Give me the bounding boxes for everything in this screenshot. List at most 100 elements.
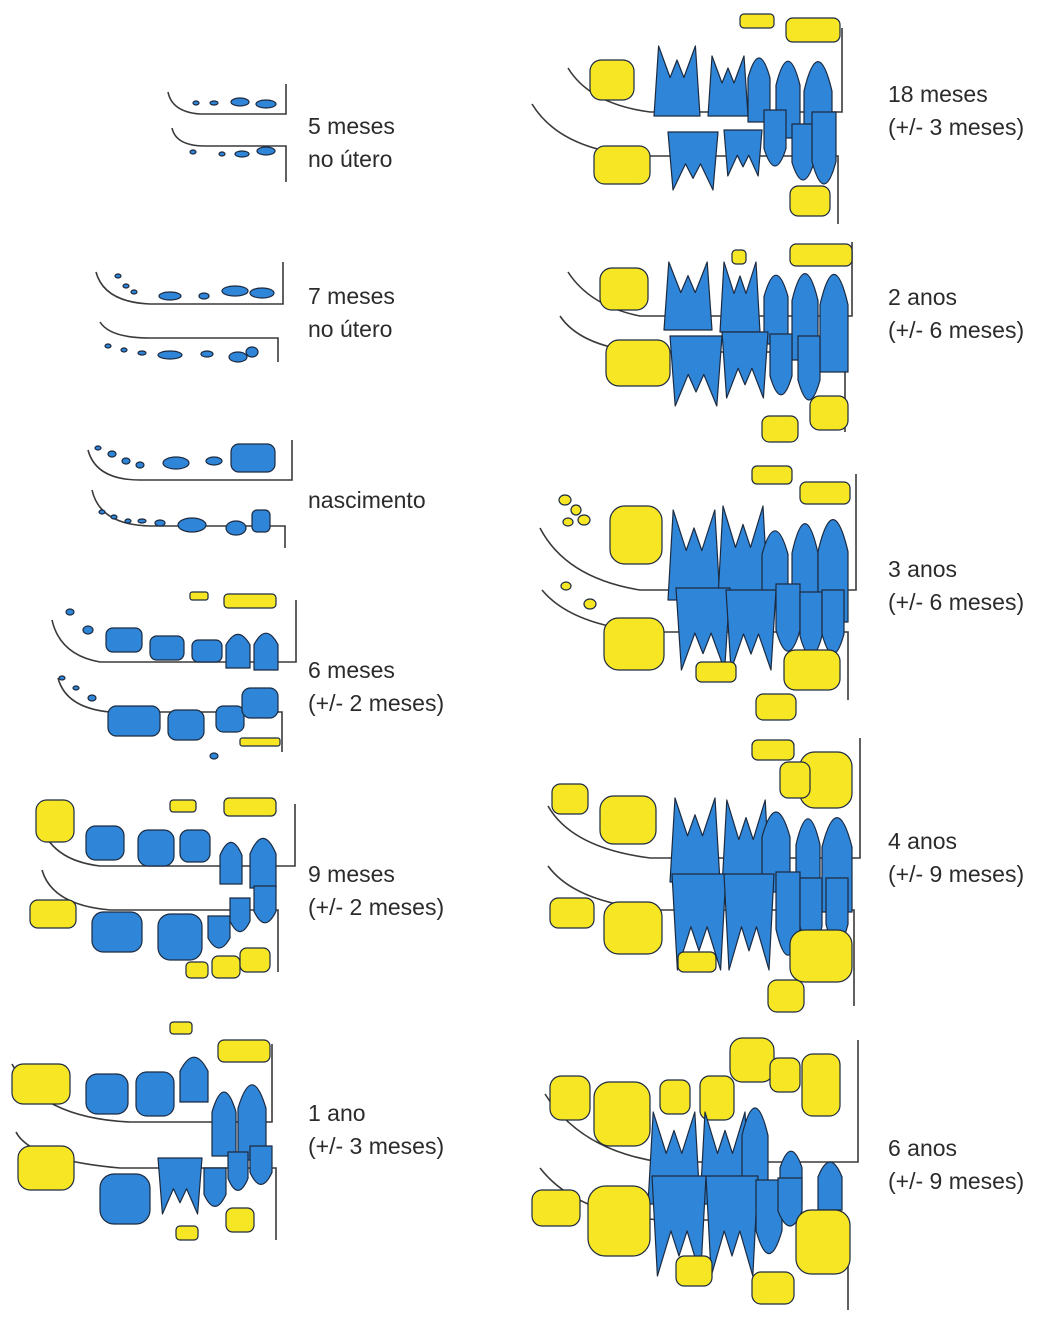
stage-age: 6 anos <box>888 1132 1024 1165</box>
primary-tooth-icon <box>230 898 250 932</box>
primary-tooth-icon <box>106 628 142 652</box>
permanent-tooth-icon <box>559 495 571 505</box>
tooth-bud-icon <box>210 753 218 759</box>
primary-tooth-icon <box>250 838 276 888</box>
permanent-tooth-icon <box>730 1038 774 1082</box>
tooth-bud-icon <box>115 274 121 278</box>
stage-note: (+/- 3 meses) <box>888 111 1024 144</box>
permanent-tooth-icon <box>578 515 590 525</box>
tooth-bud-icon <box>178 518 206 532</box>
primary-tooth-icon <box>242 688 278 718</box>
stage-age: 18 meses <box>888 78 1024 111</box>
permanent-tooth-icon <box>780 762 810 798</box>
permanent-tooth-icon <box>784 650 840 690</box>
tooth-bud-icon <box>190 150 196 154</box>
permanent-tooth-icon <box>226 1208 254 1232</box>
permanent-tooth-icon <box>790 244 852 266</box>
stage-note: (+/- 2 meses) <box>308 891 444 924</box>
stage-age: nascimento <box>308 484 426 517</box>
tooth-bud-icon <box>229 352 247 362</box>
stage-label-4a: 4 anos (+/- 9 meses) <box>888 825 1024 891</box>
primary-tooth-icon <box>92 912 142 952</box>
permanent-tooth-icon <box>240 948 270 972</box>
tooth-bud-icon <box>123 284 129 288</box>
permanent-tooth-icon <box>18 1146 74 1190</box>
primary-tooth-icon <box>158 1158 202 1214</box>
primary-tooth-icon <box>720 262 760 332</box>
primary-tooth-icon <box>668 132 718 190</box>
permanent-tooth-icon <box>588 1186 650 1256</box>
stage-age: 7 meses <box>308 280 395 313</box>
primary-tooth-icon <box>798 336 820 400</box>
permanent-tooth-icon <box>604 902 662 954</box>
primary-tooth-icon <box>718 506 768 598</box>
primary-tooth-icon <box>158 914 202 960</box>
primary-tooth-icon <box>654 46 700 116</box>
primary-tooth-icon <box>708 56 748 116</box>
primary-tooth-icon <box>108 706 160 736</box>
permanent-tooth-icon <box>800 482 850 504</box>
stage-label-nascimento: nascimento <box>308 484 426 517</box>
primary-tooth-icon <box>812 112 836 184</box>
permanent-tooth-icon <box>810 396 848 430</box>
stage-label-5m-utero: 5 meses no útero <box>308 110 395 176</box>
stage-note: no útero <box>308 313 395 346</box>
tooth-bud-icon <box>201 351 213 357</box>
permanent-tooth-icon <box>218 1040 270 1062</box>
primary-tooth-icon <box>676 588 730 670</box>
primary-tooth-icon <box>706 1176 758 1276</box>
permanent-tooth-icon <box>600 268 648 310</box>
stage-label-6a: 6 anos (+/- 9 meses) <box>888 1132 1024 1198</box>
stage-age: 4 anos <box>888 825 1024 858</box>
permanent-tooth-icon <box>571 505 581 515</box>
permanent-tooth-icon <box>768 980 804 1012</box>
tooth-bud-icon <box>250 288 274 298</box>
permanent-tooth-icon <box>594 146 650 184</box>
primary-tooth-icon <box>670 336 722 406</box>
stage-age: 5 meses <box>308 110 395 143</box>
tooth-bud-icon <box>138 351 146 355</box>
permanent-tooth-icon <box>30 900 76 928</box>
permanent-tooth-icon <box>600 796 656 844</box>
tooth-bud-icon <box>159 292 181 300</box>
primary-tooth-icon <box>86 826 124 860</box>
permanent-tooth-icon <box>796 1210 850 1274</box>
permanent-tooth-icon <box>550 1076 590 1120</box>
permanent-tooth-icon <box>790 930 852 982</box>
stage-note: no útero <box>308 143 395 176</box>
tooth-bud-icon <box>138 519 146 523</box>
permanent-tooth-icon <box>561 582 571 590</box>
primary-tooth-icon <box>818 1162 842 1210</box>
primary-tooth-icon <box>138 830 174 866</box>
stage-age: 1 ano <box>308 1097 444 1130</box>
primary-tooth-icon <box>216 706 244 732</box>
primary-tooth-icon <box>86 1074 128 1114</box>
tooth-bud-icon <box>122 458 130 464</box>
permanent-tooth-icon <box>762 416 798 442</box>
primary-tooth-icon <box>722 332 768 398</box>
permanent-tooth-icon <box>170 800 196 812</box>
stage-age: 2 anos <box>888 281 1024 314</box>
primary-tooth-icon <box>770 334 792 395</box>
tooth-bud-icon <box>121 348 127 352</box>
permanent-tooth-icon <box>224 594 276 608</box>
tooth-bud-icon <box>199 293 209 299</box>
primary-tooth-icon <box>180 830 210 862</box>
tooth-bud-icon <box>111 515 117 519</box>
primary-tooth-icon <box>254 886 276 923</box>
primary-tooth-icon <box>776 584 800 651</box>
jaw-outline <box>168 84 286 114</box>
permanent-tooth-icon <box>584 599 596 609</box>
tooth-bud-icon <box>155 520 165 526</box>
permanent-tooth-icon <box>752 740 794 760</box>
tooth-bud-icon <box>256 100 276 108</box>
tooth-bud-icon <box>158 351 182 359</box>
tooth-bud-icon <box>235 151 249 157</box>
tooth-bud-icon <box>99 510 105 514</box>
stage-label-18m: 18 meses (+/- 3 meses) <box>888 78 1024 144</box>
tooth-bud-icon <box>105 344 111 348</box>
permanent-tooth-icon <box>240 738 280 746</box>
stage-note: (+/- 6 meses) <box>888 314 1024 347</box>
